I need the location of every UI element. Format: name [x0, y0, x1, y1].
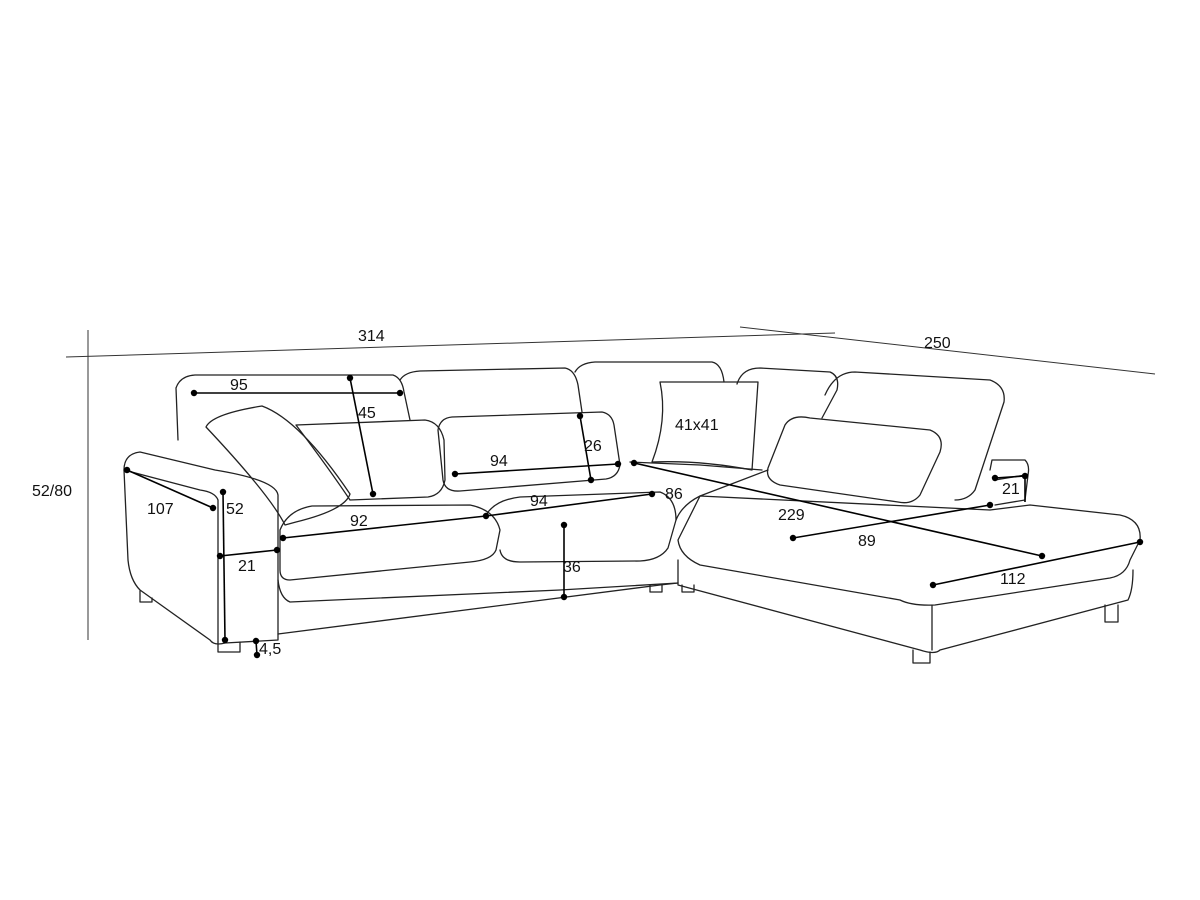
label-armrest-width: 21 [238, 558, 256, 575]
label-lumbar-height: 26 [584, 438, 602, 455]
label-chaise-inner-depth: 89 [858, 533, 876, 550]
dimension-labels: 314 250 52/80 95 45 41x41 26 94 94 86 22… [32, 328, 1026, 658]
label-back-cushion-width: 95 [230, 377, 248, 394]
label-back-cushion-height: 45 [358, 405, 376, 422]
label-seat-height: 36 [563, 559, 581, 576]
label-chaise-length: 229 [778, 507, 805, 524]
label-overall-width-right: 250 [924, 335, 951, 352]
dimension-markers [123, 374, 1144, 659]
sofa-outline [123, 361, 1141, 664]
overall-dimension-lines [65, 326, 1156, 640]
label-seat-width-left: 92 [350, 513, 368, 530]
label-armrest-height: 52 [226, 501, 244, 518]
label-seat-depth-middle: 86 [665, 486, 683, 503]
label-chaise-arm: 21 [1002, 481, 1020, 498]
label-pillow-square: 41x41 [675, 417, 719, 434]
label-lumbar-width: 94 [490, 453, 508, 470]
label-seat-width-middle: 94 [530, 493, 548, 510]
label-overall-height: 52/80 [32, 483, 72, 500]
label-chaise-width: 112 [1000, 571, 1026, 588]
label-overall-width-left: 314 [358, 328, 385, 345]
label-leg-height: 4,5 [259, 641, 281, 658]
label-armrest-length: 107 [147, 501, 174, 518]
